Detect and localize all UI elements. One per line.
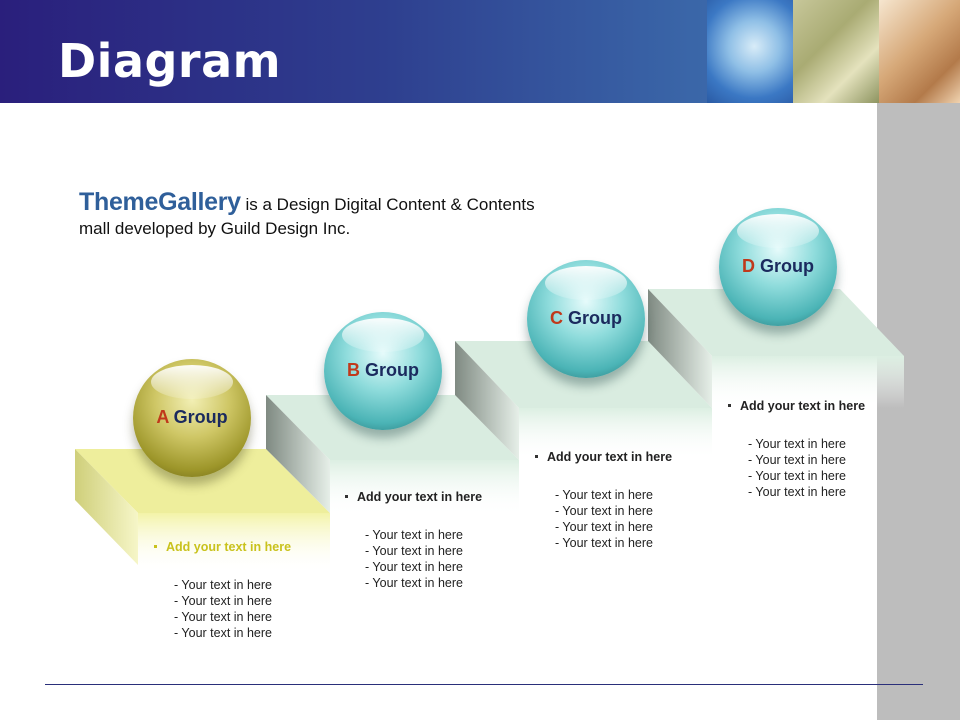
bullet-icon — [728, 403, 731, 407]
sphere-c: C Group — [527, 260, 645, 378]
step-b-side — [266, 395, 330, 513]
header-photo-clock — [707, 0, 793, 103]
step-a-top — [75, 449, 330, 513]
intro-text: ThemeGallery is a Design Digital Content… — [79, 190, 619, 241]
bullet-icon — [345, 494, 348, 498]
group-b-text-block: Add your text in here Your text in here … — [345, 490, 482, 590]
header-photo-keyboard — [793, 0, 879, 103]
group-d-text-block: Add your text in here Your text in here … — [728, 399, 865, 499]
list-item: Your text in here — [748, 452, 846, 468]
header-photo-pen — [879, 0, 960, 103]
sphere-d: D Group — [719, 208, 837, 326]
brand-name: ThemeGallery — [79, 188, 241, 216]
bullet-icon — [154, 544, 157, 548]
list-item: Your text in here — [555, 503, 653, 519]
list-item: Your text in here — [174, 609, 272, 625]
side-strip — [877, 103, 960, 720]
group-a-items: Your text in here Your text in here Your… — [174, 577, 272, 641]
list-item: Your text in here — [555, 535, 653, 551]
sphere-d-label: D Group — [742, 256, 814, 276]
bullet-icon — [535, 454, 538, 458]
step-d-front — [712, 356, 904, 408]
step-c-side — [455, 341, 519, 460]
page-title: Diagram — [58, 34, 282, 88]
list-item: Your text in here — [365, 559, 463, 575]
group-b-items: Your text in here Your text in here Your… — [365, 527, 463, 591]
sphere-b: B Group — [324, 312, 442, 430]
intro-line-2: mall developed by Guild Design Inc. — [79, 219, 351, 238]
group-a-text-block: Add your text in here Your text in here … — [154, 540, 291, 640]
list-item: Your text in here — [555, 487, 653, 503]
group-c-text-block: Add your text in here Your text in here … — [535, 450, 672, 550]
sphere-a-label: A Group — [156, 407, 228, 427]
step-a-side — [75, 449, 138, 565]
footer-divider — [45, 684, 923, 685]
sphere-c-label: C Group — [550, 308, 622, 328]
list-item: Your text in here — [748, 436, 846, 452]
list-item: Your text in here — [365, 527, 463, 543]
step-b-front — [330, 460, 519, 516]
group-d-heading: Add your text in here — [728, 399, 865, 413]
list-item: Your text in here — [174, 625, 272, 641]
sphere-a: A Group — [133, 359, 251, 477]
group-d-items: Your text in here Your text in here Your… — [748, 436, 846, 500]
list-item: Your text in here — [748, 468, 846, 484]
step-a-front — [138, 513, 330, 573]
list-item: Your text in here — [748, 484, 846, 500]
list-item: Your text in here — [174, 577, 272, 593]
step-d-side — [648, 289, 712, 408]
group-c-heading: Add your text in here — [535, 450, 672, 464]
group-b-heading: Add your text in here — [345, 490, 482, 504]
list-item: Your text in here — [555, 519, 653, 535]
group-c-items: Your text in here Your text in here Your… — [555, 487, 653, 551]
sphere-b-label: B Group — [347, 360, 419, 380]
list-item: Your text in here — [365, 543, 463, 559]
list-item: Your text in here — [174, 593, 272, 609]
group-a-heading: Add your text in here — [154, 540, 291, 554]
header-banner: Diagram — [0, 0, 960, 103]
intro-line-1: is a Design Digital Content & Contents — [240, 195, 535, 214]
step-c-front — [519, 408, 712, 460]
list-item: Your text in here — [365, 575, 463, 591]
